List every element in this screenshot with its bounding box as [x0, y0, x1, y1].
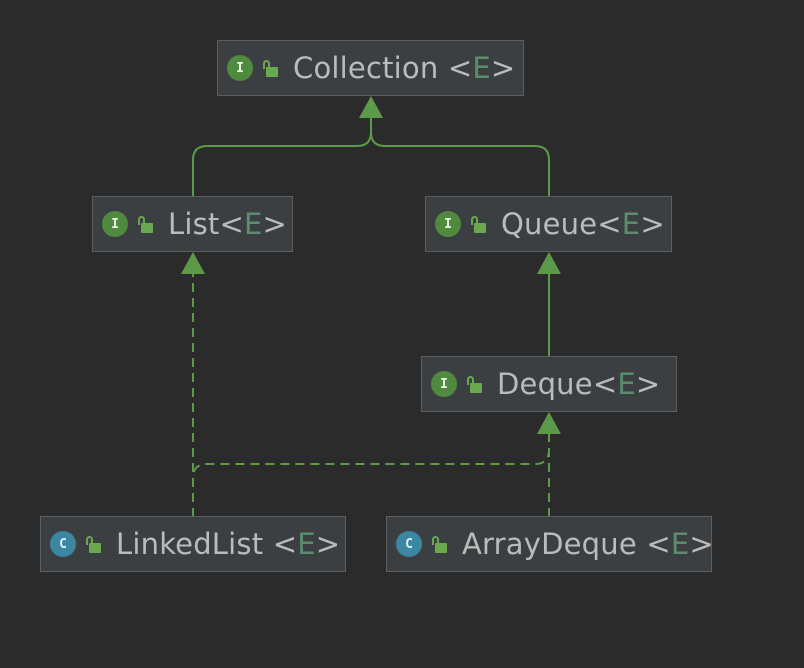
lock-open-icon — [84, 534, 102, 554]
node-label: Deque<E> — [497, 367, 661, 401]
node-deque[interactable]: I Deque<E> — [421, 356, 677, 412]
edge-list-extends-collection — [192, 118, 372, 197]
arrowhead-list — [181, 252, 205, 274]
arrowhead-deque — [537, 412, 561, 434]
node-arraydeque[interactable]: C ArrayDeque <E> — [386, 516, 714, 572]
lock-open-icon — [136, 214, 154, 234]
type-param: E — [670, 527, 690, 561]
class-icon: C — [396, 531, 422, 557]
interface-icon: I — [102, 211, 128, 237]
type-param: E — [244, 207, 263, 241]
node-name: Queue — [501, 207, 598, 241]
node-label: ArrayDeque <E> — [462, 527, 714, 561]
class-icon: C — [50, 531, 76, 557]
node-label: List<E> — [168, 207, 288, 241]
lock-open-icon — [430, 534, 448, 554]
node-name: List — [168, 207, 220, 241]
node-label: LinkedList <E> — [116, 527, 341, 561]
node-name: Deque — [497, 367, 593, 401]
lock-open-icon — [469, 214, 487, 234]
interface-icon: I — [227, 55, 253, 81]
node-queue[interactable]: I Queue<E> — [425, 196, 672, 252]
node-label: Collection <E> — [293, 51, 516, 85]
arrowhead-collection — [359, 96, 383, 118]
lock-open-icon — [465, 374, 483, 394]
node-list[interactable]: I List<E> — [92, 196, 293, 252]
edge-linkedlist-implements-deque — [192, 434, 550, 517]
node-label: Queue<E> — [501, 207, 665, 241]
interface-icon: I — [431, 371, 457, 397]
node-collection[interactable]: I Collection <E> — [217, 40, 524, 96]
type-param: E — [297, 527, 316, 561]
type-param: E — [617, 367, 636, 401]
node-name: LinkedList — [116, 527, 264, 561]
arrowhead-queue — [537, 252, 561, 274]
interface-icon: I — [435, 211, 461, 237]
node-name: ArrayDeque — [462, 527, 637, 561]
type-param: E — [472, 51, 491, 85]
node-linkedlist[interactable]: C LinkedList <E> — [40, 516, 346, 572]
lock-open-icon — [261, 58, 279, 78]
node-name: Collection — [293, 51, 439, 85]
type-param: E — [621, 207, 641, 241]
edge-queue-extends-collection — [370, 131, 550, 197]
